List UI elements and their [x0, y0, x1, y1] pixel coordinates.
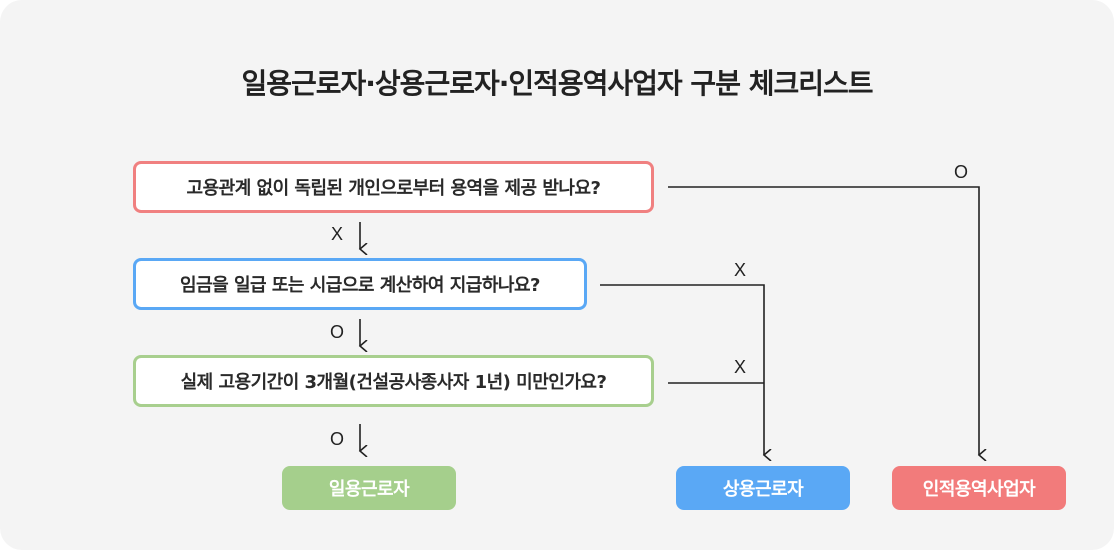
label-q1-no: X: [331, 224, 344, 244]
label-q3-yes: O: [330, 429, 345, 449]
question-employment-period: 실제 고용기간이 3개월(건설공사종사자 1년) 미만인가요?: [133, 355, 654, 407]
arrow-q1-to-personal-service: [668, 186, 979, 455]
label-q1-yes: O: [954, 162, 969, 182]
result-regular-worker: 상용근로자: [676, 466, 850, 510]
arrow-q2-to-regular: [600, 284, 764, 455]
label-q2-yes: O: [330, 322, 345, 342]
page-title: 일용근로자·상용근로자·인적용역사업자 구분 체크리스트: [241, 67, 873, 100]
result-daily-worker: 일용근로자: [282, 466, 456, 510]
label-q3-no: X: [734, 357, 747, 377]
question-daily-hourly-wage: 임금을 일급 또는 시급으로 계산하여 지급하나요?: [133, 258, 587, 310]
label-q2-no: X: [734, 260, 747, 280]
result-personal-service-business: 인적용역사업자: [892, 466, 1066, 510]
question-independent-service: 고용관계 없이 독립된 개인으로부터 용역을 제공 받나요?: [133, 161, 654, 213]
